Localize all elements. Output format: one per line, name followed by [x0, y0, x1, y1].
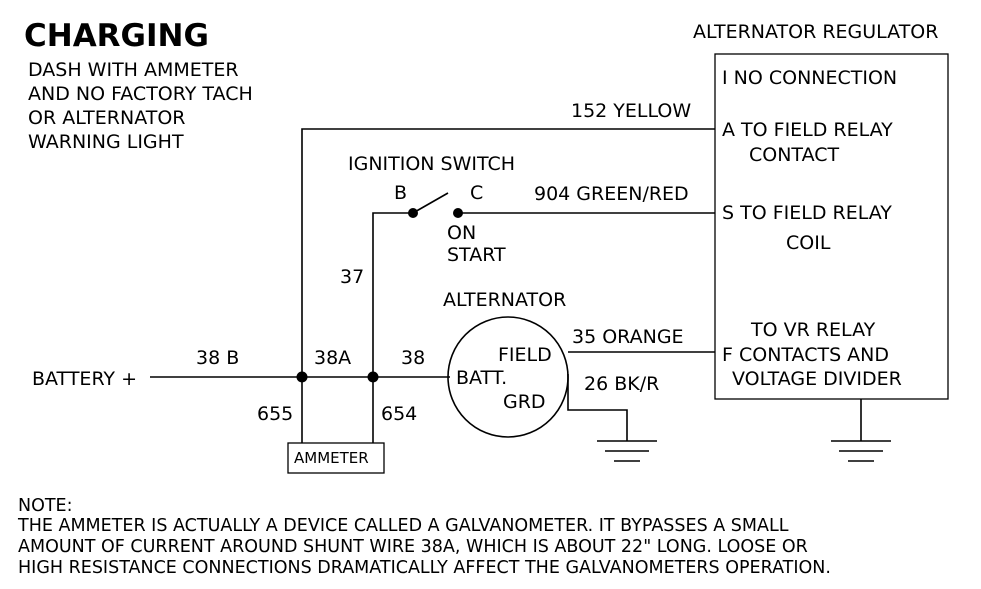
wire-35-label: 35 ORANGE — [572, 326, 684, 348]
wire-26-label: 26 BK/R — [584, 373, 659, 395]
regulator-terminal-f-top: TO VR RELAY — [750, 319, 876, 341]
ammeter-box — [287, 442, 385, 474]
regulator-terminal-f: F CONTACTS AND — [722, 344, 889, 366]
ignition-switch-blade — [412, 192, 449, 214]
regulator-title: ALTERNATOR REGULATOR — [693, 21, 938, 43]
alternator-title: ALTERNATOR — [443, 289, 566, 311]
note-line-3: HIGH RESISTANCE CONNECTIONS DRAMATICALLY… — [18, 558, 831, 578]
wire-38b-label: 38 B — [196, 347, 239, 369]
diagram-title: CHARGING — [24, 18, 209, 54]
ignition-switch-title: IGNITION SWITCH — [348, 153, 515, 175]
ammeter-label: AMMETER — [294, 449, 369, 467]
subtitle-line-2: AND NO FACTORY TACH — [28, 83, 253, 105]
alternator-field: FIELD — [498, 344, 552, 366]
ignition-terminal-b: B — [394, 182, 407, 204]
alternator-batt: BATT. — [456, 367, 507, 389]
regulator-terminal-i: I NO CONNECTION — [722, 67, 897, 89]
wire-655-label: 655 — [257, 403, 293, 425]
note-heading: NOTE: — [18, 496, 73, 516]
regulator-terminal-a: A TO FIELD RELAY — [722, 119, 893, 141]
alternator-grd: GRD — [503, 391, 546, 413]
note-line-1: THE AMMETER IS ACTUALLY A DEVICE CALLED … — [17, 516, 789, 536]
wire-26-bk-r — [567, 374, 628, 441]
wire-654-label: 654 — [381, 403, 417, 425]
wire-152-label: 152 YELLOW — [571, 100, 691, 122]
battery-label: BATTERY + — [32, 368, 137, 390]
regulator-terminal-s-desc: COIL — [786, 232, 831, 254]
subtitle-line-1: DASH WITH AMMETER — [28, 59, 239, 81]
wire-904-label: 904 GREEN/RED — [534, 183, 689, 205]
regulator-terminal-f-desc: VOLTAGE DIVIDER — [732, 368, 902, 390]
ignition-pos-on: ON — [447, 222, 476, 244]
regulator-terminal-a-desc: CONTACT — [749, 144, 839, 166]
wire-38-label: 38 — [401, 347, 425, 369]
regulator-terminal-s: S TO FIELD RELAY — [722, 202, 892, 224]
wire-37-label: 37 — [340, 266, 364, 288]
ignition-pos-start: START — [447, 244, 506, 266]
ground-icon — [831, 440, 891, 462]
ignition-contact-c — [453, 208, 463, 218]
subtitle-line-3: OR ALTERNATOR — [28, 107, 185, 129]
wire-152-yellow — [301, 128, 715, 377]
ground-icon — [597, 440, 657, 462]
note-line-2: AMOUNT OF CURRENT AROUND SHUNT WIRE 38A,… — [18, 537, 808, 557]
wire-37 — [372, 212, 413, 377]
subtitle-line-4: WARNING LIGHT — [28, 131, 184, 153]
regulator-box — [714, 53, 949, 400]
wire-38a-label: 38A — [314, 347, 351, 369]
ignition-terminal-c: C — [470, 182, 483, 204]
